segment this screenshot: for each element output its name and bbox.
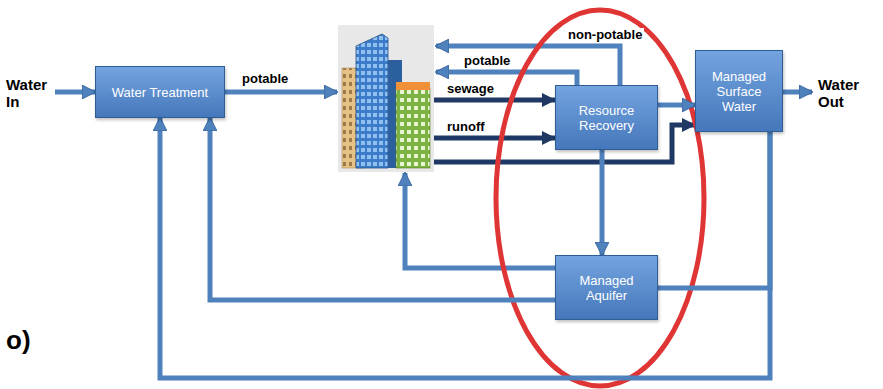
process-box: Managed Aquifer xyxy=(555,255,658,320)
flow-label: runoff xyxy=(445,120,487,134)
flow-connector xyxy=(658,132,770,288)
box-label: Managed Aquifer xyxy=(556,271,657,305)
flow-connector xyxy=(160,118,770,378)
flow-arrows xyxy=(55,46,812,268)
box-label: Resource Recovery xyxy=(556,101,657,135)
flow-label: sewage xyxy=(445,82,496,96)
terminal-label: Water Out xyxy=(816,76,882,110)
potable-arrow xyxy=(225,90,337,95)
flow-label: potable xyxy=(462,54,512,68)
picture-ground xyxy=(338,25,434,172)
runoff-arrow xyxy=(434,136,555,141)
flow-connector xyxy=(600,150,605,255)
roof xyxy=(396,82,430,90)
focus-ellipse xyxy=(496,10,704,386)
city-buildings xyxy=(338,25,434,172)
flow-label: potable xyxy=(240,72,290,86)
terminal-label: Water In xyxy=(4,76,58,110)
flow-connector xyxy=(658,103,695,108)
panel-letter: o) xyxy=(4,326,33,354)
box-label: Water Treatment xyxy=(108,83,212,102)
inflow-arrow xyxy=(55,90,95,95)
process-box: Water Treatment xyxy=(95,66,225,118)
aquifer-supply-arrow xyxy=(405,173,555,268)
flow-label: non-potable xyxy=(566,28,644,42)
building xyxy=(356,34,388,168)
process-box: Resource Recovery xyxy=(555,85,658,150)
box-label: Managed Surface Water xyxy=(696,67,782,116)
process-box: Managed Surface Water xyxy=(695,50,783,132)
building xyxy=(396,88,430,168)
flow-connector xyxy=(210,118,555,300)
sewage-arrow xyxy=(434,98,555,103)
